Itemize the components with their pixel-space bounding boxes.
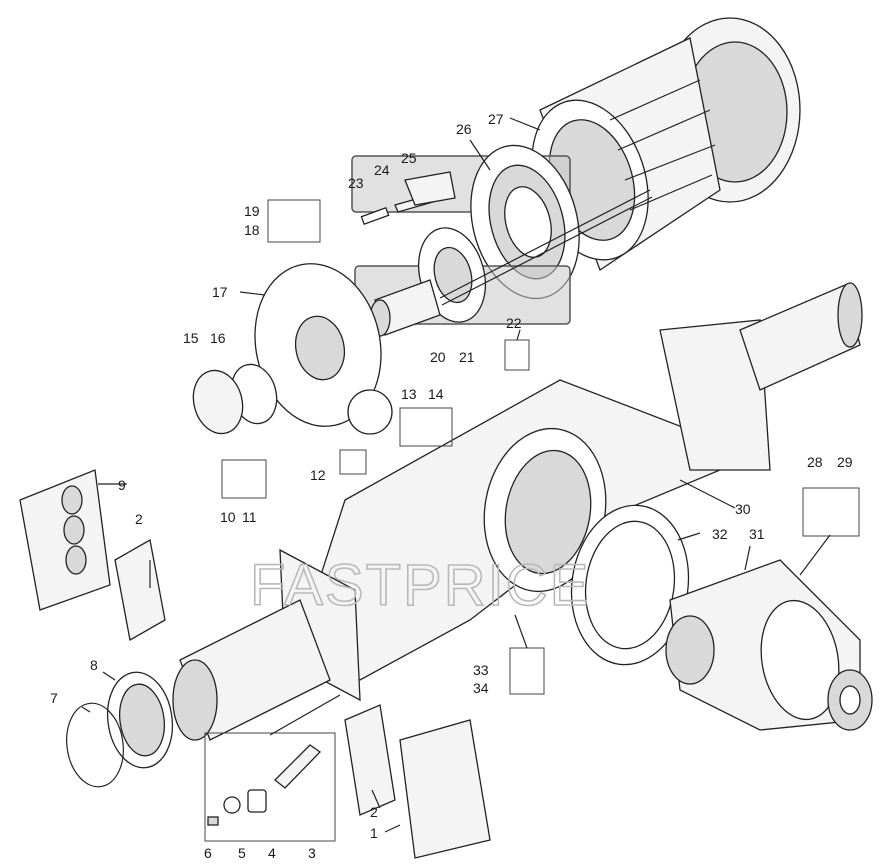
- gasket-cover: [192, 363, 278, 435]
- ring-gear: [470, 144, 580, 300]
- box-22: [504, 339, 530, 371]
- watermark: FASTPRICE: [250, 553, 590, 618]
- callout-25: 25: [401, 150, 417, 166]
- box-18-19: [267, 199, 321, 243]
- callout-7: 7: [50, 690, 58, 706]
- callout-29: 29: [837, 454, 853, 470]
- box-33-34: [509, 647, 545, 695]
- callout-34: 34: [473, 680, 489, 696]
- callout-30: 30: [735, 501, 751, 517]
- callout-33: 33: [473, 662, 489, 678]
- callout-17: 17: [212, 284, 228, 300]
- differential: [665, 559, 873, 731]
- callout-32: 32: [712, 526, 728, 542]
- callout-21: 21: [459, 349, 475, 365]
- pin-set-box: [204, 732, 336, 842]
- callout-11: 11: [242, 509, 257, 525]
- callout-3: 3: [308, 845, 316, 861]
- pin-set: [207, 744, 321, 826]
- callout-9: 9: [118, 477, 126, 493]
- callout-6: 6: [204, 845, 212, 861]
- caliper-upper: [19, 469, 166, 642]
- axle-housing: [172, 282, 863, 741]
- callout-14: 14: [428, 386, 444, 402]
- bolt-plate-23-25: [360, 171, 456, 226]
- callout-2-upper: 2: [135, 511, 143, 527]
- callout-23: 23: [348, 175, 364, 191]
- callout-15: 15: [183, 330, 199, 346]
- shaft: [369, 189, 653, 337]
- leader-lines: [81, 117, 831, 833]
- caliper-lower: [344, 704, 491, 859]
- callout-22: 22: [506, 315, 522, 331]
- callout-28: 28: [807, 454, 823, 470]
- box-12: [339, 449, 367, 475]
- flange-plate: [254, 263, 393, 435]
- callout-12: 12: [310, 467, 326, 483]
- callout-labels: 27 26 25 24 23 19 18 17 22 15 16 20 21 1…: [50, 111, 853, 861]
- callout-26: 26: [456, 121, 472, 137]
- callout-10: 10: [220, 509, 236, 525]
- box-13-14: [399, 407, 453, 447]
- housing-gasket: [570, 504, 690, 666]
- callout-19: 19: [244, 203, 260, 219]
- callout-1: 1: [370, 825, 378, 841]
- callout-18: 18: [244, 222, 260, 238]
- callout-13: 13: [401, 386, 417, 402]
- callout-8: 8: [90, 657, 98, 673]
- seal-and-ring: [66, 671, 174, 788]
- callout-16: 16: [210, 330, 226, 346]
- callout-20: 20: [430, 349, 446, 365]
- box-28-29: [802, 487, 860, 537]
- callout-24: 24: [374, 162, 390, 178]
- callout-2-lower: 2: [370, 804, 378, 820]
- callout-4: 4: [268, 845, 276, 861]
- callout-31: 31: [749, 526, 765, 542]
- callout-27: 27: [488, 111, 504, 127]
- callout-5: 5: [238, 845, 246, 861]
- box-10-11: [221, 459, 267, 499]
